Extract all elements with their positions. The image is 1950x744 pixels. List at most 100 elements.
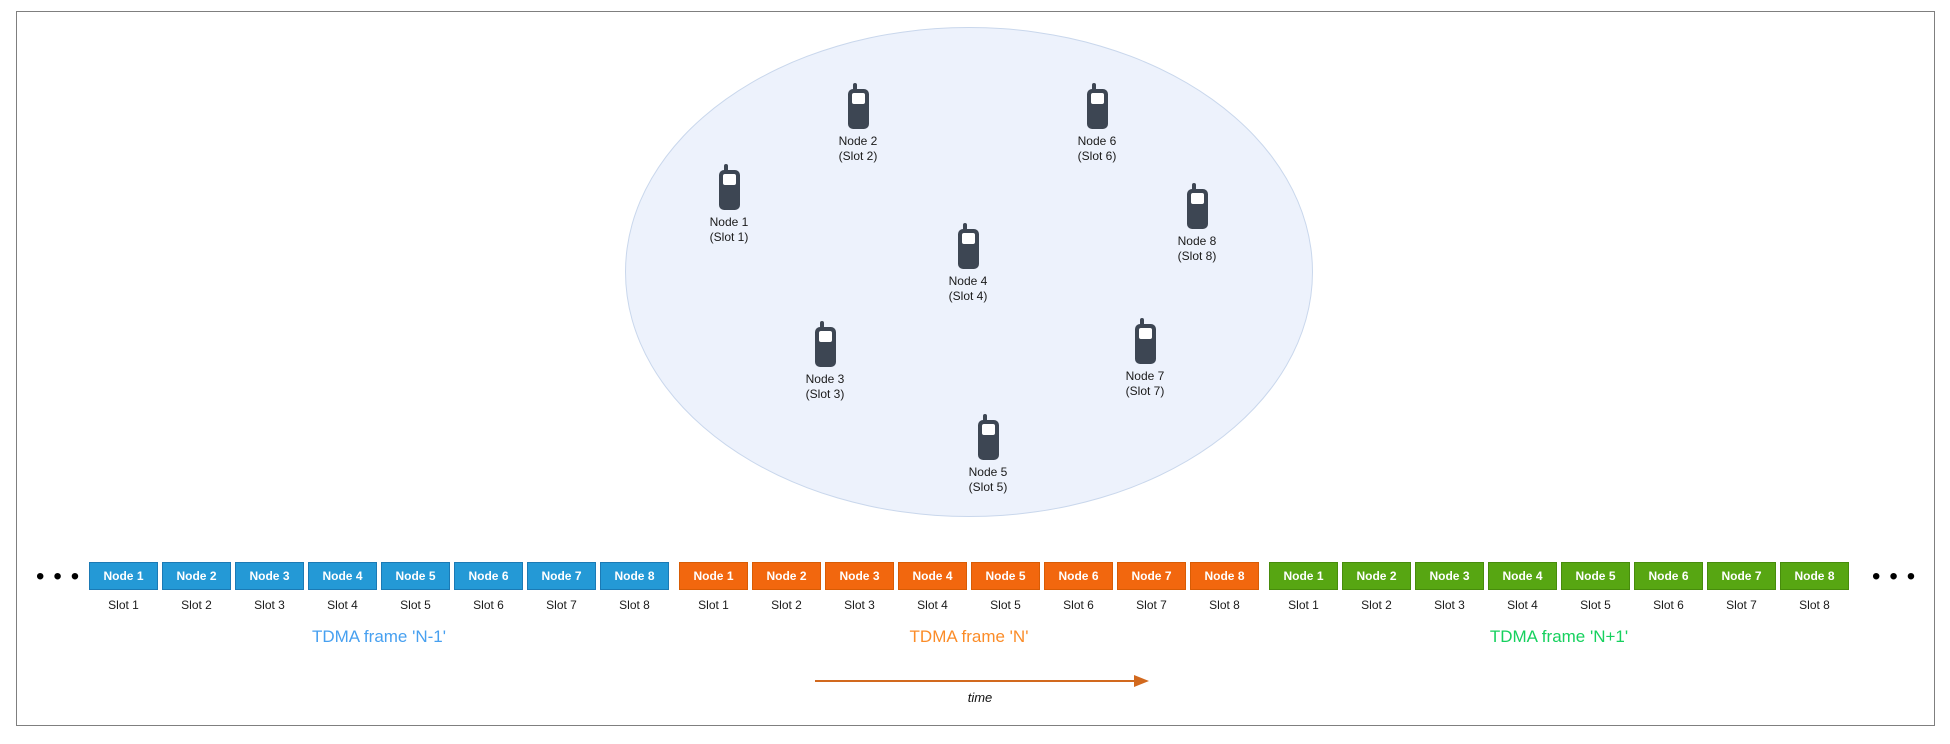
slot-cell: Node 1 Slot 1 [679,562,748,612]
slot-node-box: Node 4 [1488,562,1557,590]
node-slot: (Slot 3) [805,387,845,401]
slot-node-box: Node 7 [1117,562,1186,590]
slot-node-box: Node 3 [1415,562,1484,590]
node-name: Node 3 [805,372,845,386]
network-node: Node 2(Slot 2) [808,83,908,164]
node-label: Node 4(Slot 4) [918,274,1018,304]
slot-number-label: Slot 2 [771,598,802,612]
slot-number-label: Slot 1 [108,598,139,612]
slot-number-label: Slot 7 [546,598,577,612]
node-slot: (Slot 1) [709,230,749,244]
network-node: Node 3(Slot 3) [775,321,875,402]
node-label: Node 5(Slot 5) [938,465,1038,495]
phone-screen [851,93,865,104]
slot-node-box: Node 7 [1707,562,1776,590]
slot-node-box: Node 8 [600,562,669,590]
network-coverage-area [625,27,1313,517]
time-axis-label: time [967,690,993,705]
slot-number-label: Slot 3 [1434,598,1465,612]
node-slot: (Slot 6) [1077,149,1117,163]
slot-cell: Node 2 Slot 2 [162,562,231,612]
slot-cell: Node 7 Slot 7 [1117,562,1186,612]
node-label: Node 7(Slot 7) [1095,369,1195,399]
phone-screen [818,331,832,342]
slot-number-label: Slot 3 [254,598,285,612]
mobile-phone-icon [957,223,979,269]
slot-number-label: Slot 1 [1288,598,1319,612]
slot-node-box: Node 8 [1780,562,1849,590]
tdma-frame-label: TDMA frame 'N+1' [1489,627,1629,646]
slot-node-box: Node 6 [1634,562,1703,590]
slot-number-label: Slot 4 [917,598,948,612]
network-node: Node 7(Slot 7) [1095,318,1195,399]
phone-screen [961,233,975,244]
slot-node-box: Node 3 [235,562,304,590]
slot-cell: Node 3 Slot 3 [1415,562,1484,612]
node-name: Node 8 [1177,234,1217,248]
phone-screen [722,174,736,185]
node-slot: (Slot 4) [948,289,988,303]
slot-number-label: Slot 4 [1507,598,1538,612]
phone-screen [1090,93,1104,104]
phone-screen [1138,328,1152,339]
node-label: Node 2(Slot 2) [808,134,908,164]
slot-cell: Node 6 Slot 6 [454,562,523,612]
node-slot: (Slot 8) [1177,249,1217,263]
slot-node-box: Node 5 [971,562,1040,590]
slot-number-label: Slot 5 [1580,598,1611,612]
slot-cell: Node 8 Slot 8 [600,562,669,612]
slot-node-box: Node 6 [454,562,523,590]
slot-number-label: Slot 8 [619,598,650,612]
mobile-phone-icon [1086,83,1108,129]
slot-node-box: Node 2 [752,562,821,590]
node-slot: (Slot 2) [838,149,878,163]
time-arrow-head [1134,675,1149,687]
time-arrow-icon [815,675,1149,687]
slot-number-label: Slot 7 [1136,598,1167,612]
tdma-frame-label: TDMA frame 'N-1' [311,627,446,646]
mobile-phone-icon [718,164,740,210]
slot-cell: Node 5 Slot 5 [971,562,1040,612]
slot-number-label: Slot 5 [990,598,1021,612]
slot-number-label: Slot 5 [400,598,431,612]
slot-node-box: Node 2 [1342,562,1411,590]
slot-number-label: Slot 6 [473,598,504,612]
slot-number-label: Slot 2 [1361,598,1392,612]
node-name: Node 5 [968,465,1008,479]
slot-number-label: Slot 8 [1209,598,1240,612]
network-node: Node 4(Slot 4) [918,223,1018,304]
node-name: Node 1 [709,215,749,229]
node-name: Node 2 [838,134,878,148]
network-node: Node 8(Slot 8) [1147,183,1247,264]
mobile-phone-icon [977,414,999,460]
slot-cell: Node 1 Slot 1 [1269,562,1338,612]
mobile-phone-icon [847,83,869,129]
slot-node-box: Node 1 [679,562,748,590]
network-node: Node 1(Slot 1) [679,164,779,245]
slot-number-label: Slot 2 [181,598,212,612]
slot-cell: Node 2 Slot 2 [1342,562,1411,612]
node-name: Node 6 [1077,134,1117,148]
node-label: Node 3(Slot 3) [775,372,875,402]
slot-number-label: Slot 6 [1063,598,1094,612]
slot-node-box: Node 3 [825,562,894,590]
slot-node-box: Node 2 [162,562,231,590]
slot-number-label: Slot 1 [698,598,729,612]
node-slot: (Slot 7) [1125,384,1165,398]
mobile-phone-icon [814,321,836,367]
phone-screen [981,424,995,435]
mobile-phone-icon [1134,318,1156,364]
tdma-frame-label: TDMA frame 'N' [909,627,1029,646]
slot-node-box: Node 1 [1269,562,1338,590]
